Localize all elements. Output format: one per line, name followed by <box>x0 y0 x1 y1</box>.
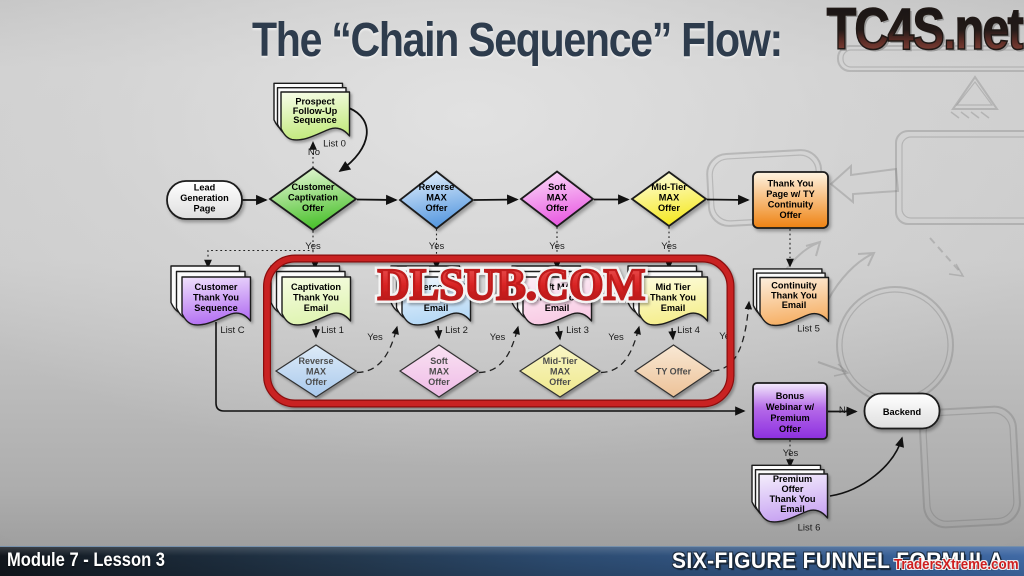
svg-text:DLSUB.COM: DLSUB.COM <box>378 260 646 309</box>
svg-text:List 1: List 1 <box>321 325 344 336</box>
svg-text:Reverse: Reverse <box>298 356 333 366</box>
svg-text:Thank You: Thank You <box>293 293 339 303</box>
svg-text:Backend: Backend <box>883 407 921 417</box>
svg-text:Thank You: Thank You <box>650 293 696 303</box>
svg-text:TY Offer: TY Offer <box>656 367 692 377</box>
svg-text:MAX: MAX <box>550 367 570 377</box>
svg-text:Customer: Customer <box>292 182 335 192</box>
svg-text:MAX: MAX <box>659 193 680 203</box>
svg-text:Customer: Customer <box>195 282 238 292</box>
svg-text:Thank You: Thank You <box>534 293 580 303</box>
svg-text:Offer: Offer <box>658 203 680 213</box>
svg-text:Lead: Lead <box>194 183 215 193</box>
svg-text:DLSUB.COM: DLSUB.COM <box>378 260 646 309</box>
svg-text:List C: List C <box>220 325 244 336</box>
svg-text:Offer: Offer <box>305 377 327 387</box>
svg-text:No: No <box>308 147 320 158</box>
svg-text:Email: Email <box>424 303 449 313</box>
svg-text:Mid-Tier: Mid-Tier <box>651 182 687 192</box>
svg-text:List 2: List 2 <box>445 325 468 336</box>
svg-text:TC4S.net: TC4S.net <box>829 0 1024 60</box>
svg-text:Continuity: Continuity <box>768 200 814 210</box>
svg-text:Email: Email <box>545 303 570 313</box>
svg-text:Sequence: Sequence <box>194 303 237 313</box>
svg-text:Thank You: Thank You <box>193 293 239 303</box>
svg-text:No: No <box>839 405 851 416</box>
svg-text:Offer: Offer <box>426 203 448 213</box>
svg-text:Soft: Soft <box>548 182 566 192</box>
svg-text:Yes: Yes <box>305 241 321 252</box>
svg-text:Yes: Yes <box>429 241 445 252</box>
svg-text:MAX: MAX <box>306 367 326 377</box>
svg-text:Sequence: Sequence <box>293 115 336 125</box>
svg-text:Email: Email <box>780 504 805 514</box>
svg-text:Thank You: Thank You <box>413 293 459 303</box>
svg-text:Soft: Soft <box>430 356 448 366</box>
svg-text:Offer: Offer <box>782 484 804 494</box>
svg-text:Webinar w/: Webinar w/ <box>766 402 815 412</box>
svg-text:Yes: Yes <box>367 332 383 343</box>
svg-text:Premium: Premium <box>773 474 812 484</box>
svg-text:Captivation: Captivation <box>291 282 341 292</box>
svg-text:Yes: Yes <box>549 241 565 252</box>
svg-text:Page w/ TY: Page w/ TY <box>766 189 815 199</box>
svg-text:Bonus: Bonus <box>776 391 805 401</box>
svg-text:Reverse: Reverse <box>419 182 455 192</box>
svg-text:Offer: Offer <box>780 210 802 220</box>
svg-text:Soft MAX: Soft MAX <box>537 282 579 292</box>
svg-text:Email: Email <box>304 303 329 313</box>
svg-text:Mid Tier: Mid Tier <box>655 282 690 292</box>
svg-text:Reverse MAX: Reverse MAX <box>407 282 467 292</box>
svg-text:Generation: Generation <box>180 193 229 203</box>
svg-text:Follow-Up: Follow-Up <box>293 106 338 116</box>
svg-text:MAX: MAX <box>426 193 447 203</box>
svg-text:Offer: Offer <box>428 377 450 387</box>
svg-text:TC4S.net: TC4S.net <box>827 0 1024 60</box>
svg-text:Thank You: Thank You <box>767 179 813 189</box>
svg-text:List 4: List 4 <box>677 325 700 336</box>
svg-text:List 6: List 6 <box>798 523 821 534</box>
svg-text:Offer: Offer <box>546 203 568 213</box>
svg-text:List 3: List 3 <box>566 325 589 336</box>
svg-text:MAX: MAX <box>547 193 568 203</box>
svg-text:List 5: List 5 <box>797 324 820 335</box>
svg-text:Prospect: Prospect <box>295 97 334 107</box>
svg-text:Thank You: Thank You <box>769 494 815 504</box>
svg-text:Premium: Premium <box>770 413 809 423</box>
svg-text:Offer: Offer <box>302 203 324 213</box>
svg-text:Continuity: Continuity <box>771 281 817 291</box>
svg-text:Email: Email <box>782 300 807 310</box>
svg-text:Captivation: Captivation <box>288 193 338 203</box>
svg-text:Offer: Offer <box>549 377 571 387</box>
svg-text:Yes: Yes <box>490 332 506 343</box>
svg-text:Thank You: Thank You <box>771 291 817 301</box>
svg-text:Offer: Offer <box>779 424 801 434</box>
svg-text:Yes: Yes <box>661 241 677 252</box>
svg-text:MAX: MAX <box>429 367 449 377</box>
svg-text:Yes: Yes <box>783 448 799 459</box>
svg-text:Mid-Tier: Mid-Tier <box>543 356 578 366</box>
svg-text:List 0: List 0 <box>323 139 346 150</box>
svg-text:Email: Email <box>661 303 686 313</box>
svg-text:Page: Page <box>194 204 216 214</box>
svg-text:Yes: Yes <box>608 332 624 343</box>
